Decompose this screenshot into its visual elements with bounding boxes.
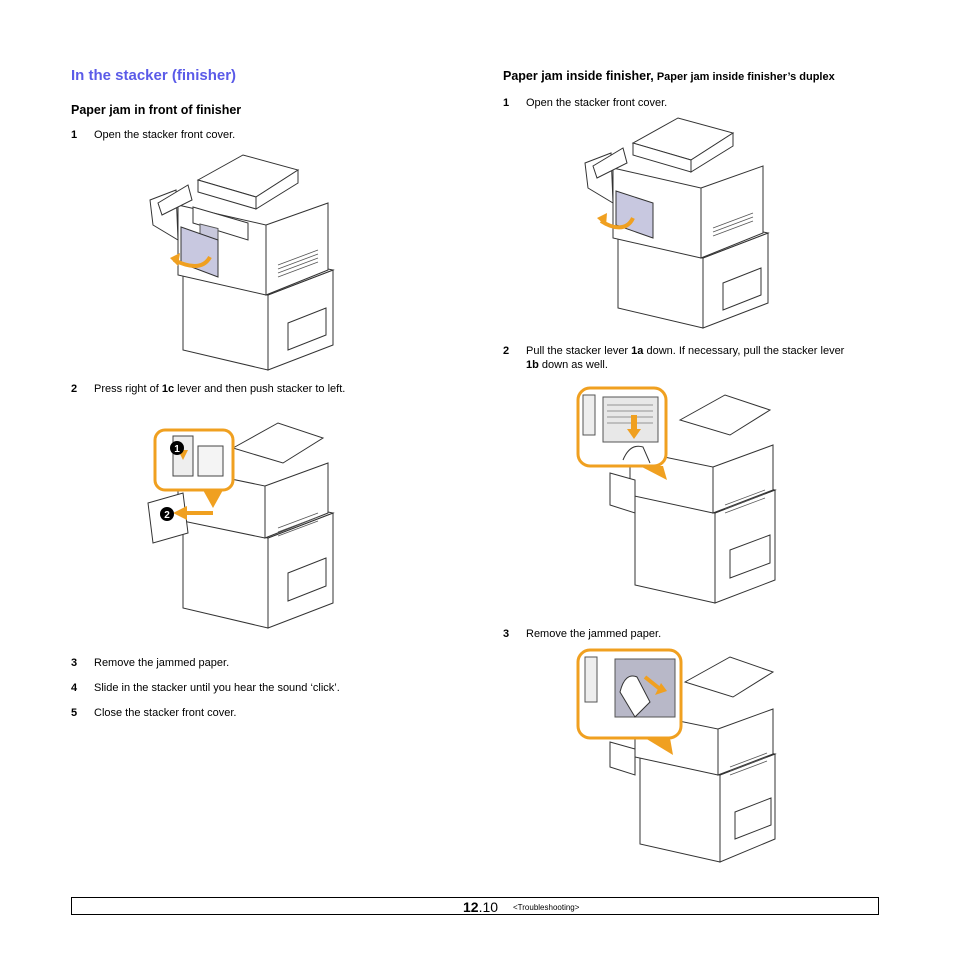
step-number: 4: [71, 682, 78, 694]
breadcrumb: <Troubleshooting>: [513, 903, 580, 912]
printer-illustration: 1 2: [147, 422, 335, 629]
lever-label: 1a: [631, 345, 644, 357]
step-number: 1: [503, 97, 510, 109]
left-step-1: 1 Open the stacker front cover.: [71, 128, 401, 142]
step-number: 1: [71, 129, 78, 141]
step-text: Press right of: [94, 383, 162, 395]
right-step-3: 3 Remove the jammed paper.: [503, 627, 873, 641]
lever-label: 1b: [526, 359, 539, 371]
printer-illustration: [584, 117, 770, 329]
left-step-2: 2 Press right of 1c lever and then push …: [71, 382, 401, 396]
printer-illustration: [149, 154, 335, 371]
step-number: 3: [503, 628, 510, 640]
step-text: Close the stacker front cover.: [94, 707, 237, 719]
page-number: 12.10: [463, 899, 499, 915]
lever-label: 1c: [161, 383, 175, 395]
left-step-5: 5 Close the stacker front cover.: [71, 706, 401, 720]
printer-illustration: [576, 386, 777, 604]
right-subheading: Paper jam inside finisher, Paper jam ins…: [503, 69, 835, 83]
right-step-2: 2 Pull the stacker lever 1a down. If nec…: [503, 345, 845, 371]
printer-illustration: [576, 648, 777, 863]
section-title: In the stacker (finisher): [71, 67, 237, 84]
left-step-3: 3 Remove the jammed paper.: [71, 656, 401, 670]
step-text: Slide in the stacker until you hear the …: [94, 682, 340, 694]
step-text: lever and then push stacker to left.: [174, 383, 346, 395]
step-text: Remove the jammed paper.: [94, 657, 230, 669]
page-footer: 12.10 <Troubleshooting>: [71, 897, 879, 915]
step-text: Open the stacker front cover.: [526, 97, 668, 109]
callout-1: 1: [174, 444, 180, 455]
step-text: Open the stacker front cover.: [94, 129, 236, 141]
step-text: Remove the jammed paper.: [526, 628, 662, 640]
right-step-1: 1 Open the stacker front cover.: [503, 96, 873, 110]
step-number: 5: [71, 707, 78, 719]
left-subheading: Paper jam in front of finisher: [71, 103, 242, 117]
callout-2: 2: [164, 510, 170, 521]
step-number: 2: [503, 345, 510, 357]
step-number: 2: [71, 383, 78, 395]
left-step-4: 4 Slide in the stacker until you hear th…: [71, 681, 401, 695]
step-number: 3: [71, 657, 78, 669]
